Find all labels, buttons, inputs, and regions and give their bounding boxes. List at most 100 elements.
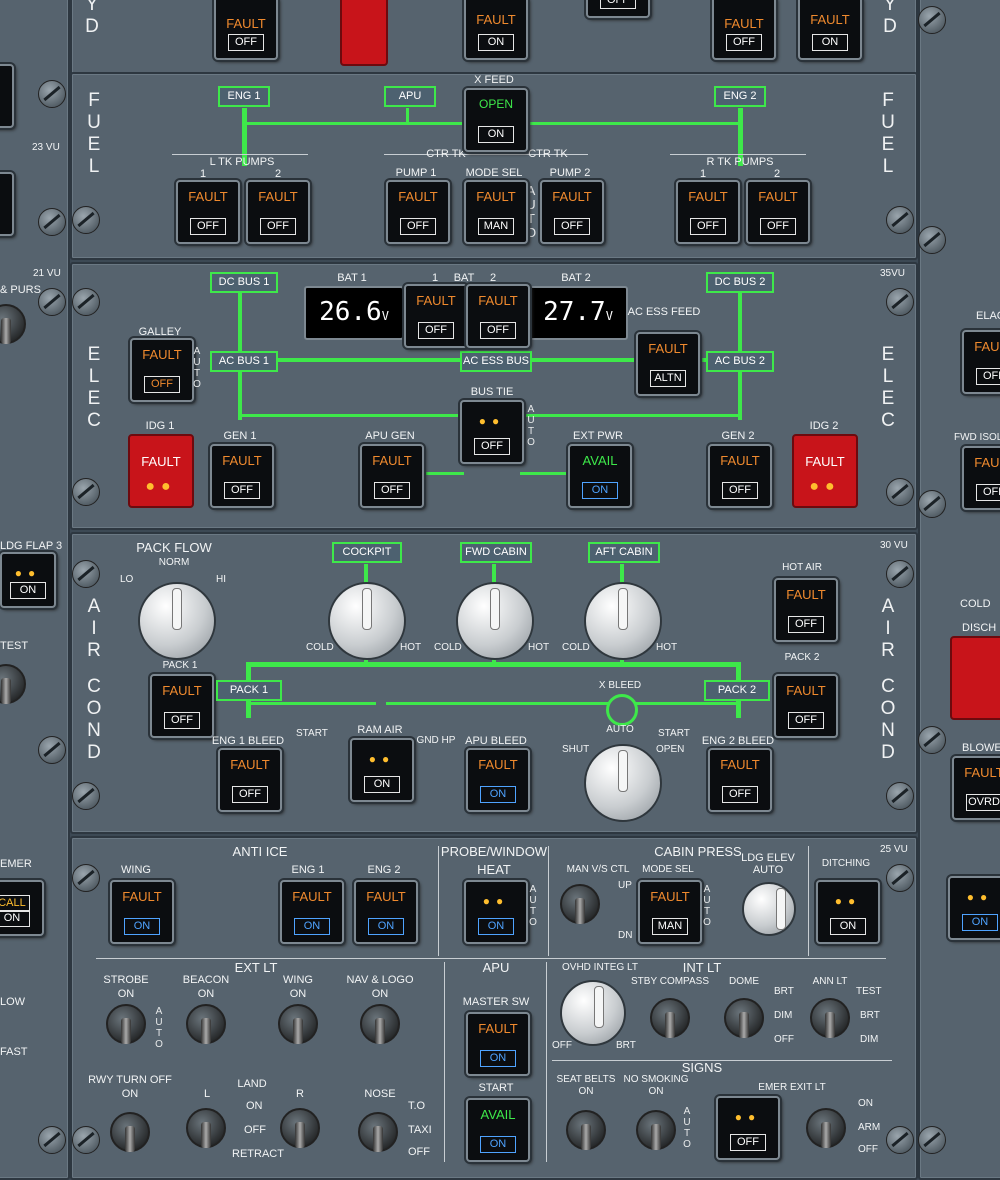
wing-lt-switch[interactable] (278, 1004, 318, 1044)
ovhd-integ-lt-knob[interactable] (560, 980, 626, 1046)
disch-guard[interactable] (950, 636, 1000, 720)
side-label-elac: ELAC (976, 310, 1000, 322)
nose-switch[interactable] (358, 1112, 398, 1152)
idg2-label: IDG 2 (809, 420, 839, 432)
emer-exit-lt-label: EMER EXIT LT (758, 1082, 826, 1093)
xfeed-label: X FEED (474, 74, 514, 86)
no-smoking-switch[interactable] (636, 1110, 676, 1150)
emer-exit-lt-switch[interactable] (806, 1108, 846, 1148)
x-bleed-knob[interactable] (584, 744, 662, 822)
rwy-turn-off-label: RWY TURN OFF (88, 1074, 172, 1086)
dc-bus2-label: DC BUS 2 (706, 272, 774, 293)
land-right-switch[interactable] (280, 1108, 320, 1148)
fwd-cabin-temp-knob[interactable] (456, 582, 534, 660)
screw (886, 478, 914, 506)
ldg-elev-knob[interactable] (742, 882, 796, 936)
man-vs-ctl-toggle[interactable] (560, 884, 600, 924)
seat-belts-switch[interactable] (566, 1110, 606, 1150)
idg2-guard[interactable]: FAULT●● (792, 434, 858, 508)
cabin-press-label: CABIN PRESS (654, 844, 742, 859)
strobe-switch[interactable] (106, 1004, 146, 1044)
man-vs-ctl-label: MAN V/S CTL (566, 864, 630, 875)
hyd-top-button[interactable]: OFF (586, 0, 650, 18)
pack2-top-label: PACK 2 (784, 652, 820, 663)
ram-air-button[interactable]: ●●ON (350, 738, 414, 802)
heat-label: HEAT (477, 862, 511, 877)
nose-label: NOSE (364, 1088, 396, 1100)
ann-lt-label: ANN LT (812, 976, 848, 987)
aft-cabin-temp-knob[interactable] (584, 582, 662, 660)
cockpit-temp-knob[interactable] (328, 582, 406, 660)
ann-lt-switch[interactable] (810, 998, 850, 1038)
screw (38, 1126, 66, 1154)
ac-bus1-label: AC BUS 1 (210, 351, 278, 372)
side-partial-button-1[interactable] (0, 64, 14, 128)
land-left-switch[interactable] (186, 1108, 226, 1148)
ditching-button[interactable]: ●●ON (816, 880, 880, 944)
l-tk-pumps-label: L TK PUMPS (209, 156, 275, 168)
emer-exit-lt-button[interactable]: ●●OFF (716, 1096, 780, 1160)
nav-logo-switch[interactable] (360, 1004, 400, 1044)
pack1-label: PACK 1 (216, 680, 282, 701)
stby-compass-switch[interactable] (650, 998, 690, 1038)
beacon-label: BEACON (182, 974, 230, 986)
red-guard-top[interactable] (340, 0, 388, 66)
screw (72, 560, 100, 588)
vu-label-23: 23 VU (32, 142, 60, 153)
air-vu-label: 30 VU (880, 540, 908, 551)
ldg-flap3-button[interactable]: ●●ON (0, 552, 56, 608)
side-partial-button-2[interactable] (0, 172, 14, 236)
pack-flow-knob[interactable] (138, 582, 216, 660)
idg1-guard[interactable]: FAULT●● (128, 434, 194, 508)
rwy-turn-off-switch[interactable] (110, 1112, 150, 1152)
dome-switch[interactable] (724, 998, 764, 1038)
bus-tie-button[interactable]: ●●OFF (460, 400, 524, 464)
probe-window-heat-button[interactable]: ●●ON (464, 880, 528, 944)
fuel-apu-label: APU (384, 86, 436, 107)
cockpit-label: COCKPIT (332, 542, 402, 563)
right-edge-button[interactable]: ●●ON (948, 876, 1000, 940)
beacon-switch[interactable] (186, 1004, 226, 1044)
ldg-elev-label: LDG ELEV (741, 852, 795, 864)
nav-logo-label: NAV & LOGO (346, 974, 414, 986)
screw (72, 288, 100, 316)
